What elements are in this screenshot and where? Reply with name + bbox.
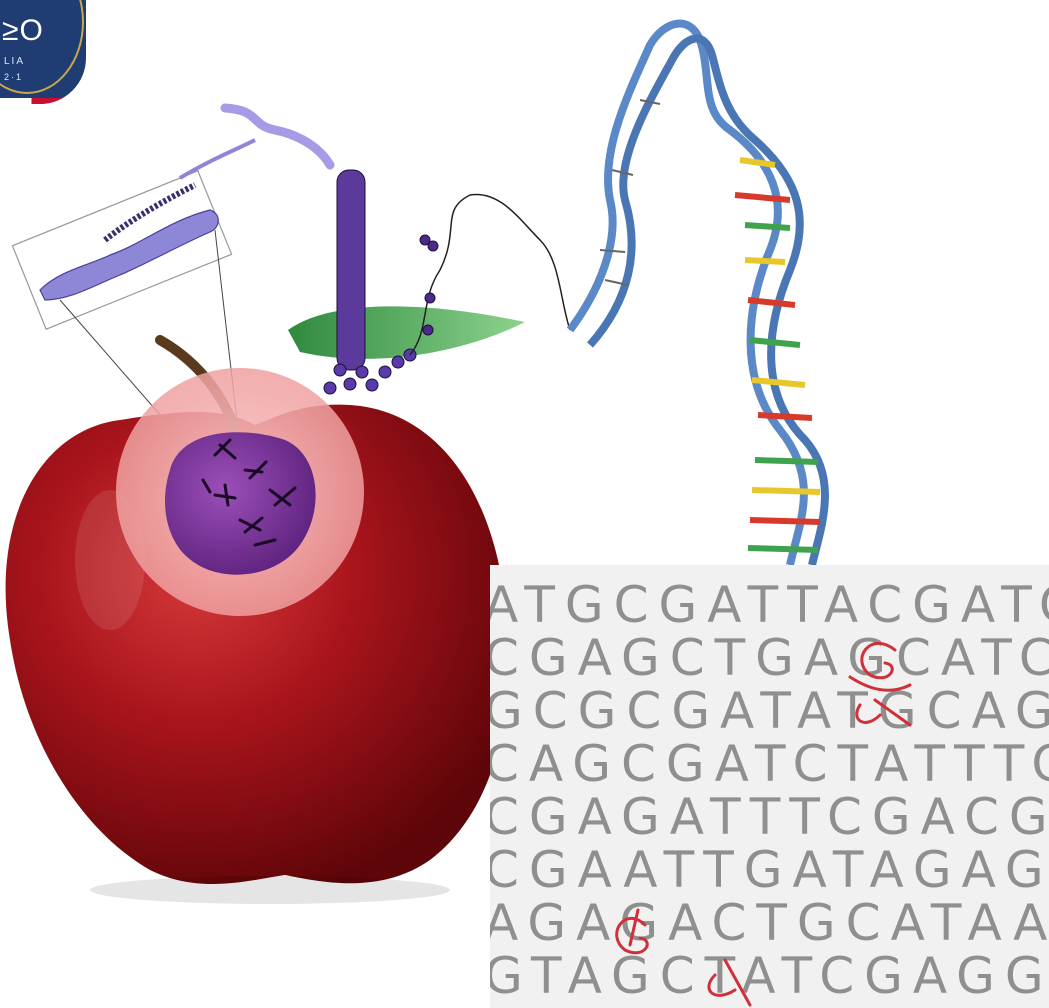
solenoid-coil (337, 170, 365, 370)
cell (116, 368, 364, 616)
mutation-annotations (490, 565, 1049, 1008)
dna-helix (570, 24, 825, 565)
chromatin-fiber (225, 108, 330, 165)
